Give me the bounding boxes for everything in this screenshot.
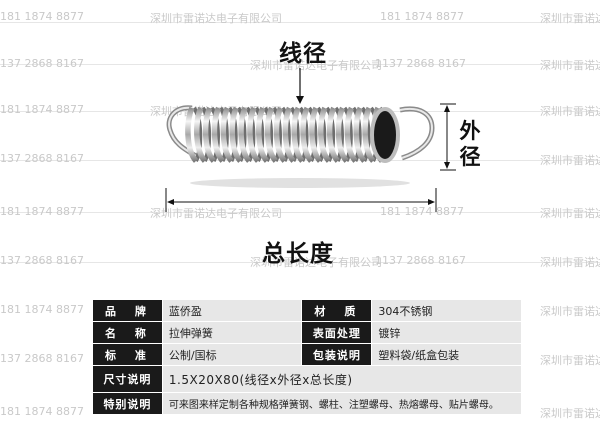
table-row: 标 准 公制/国标 包装说明 塑料袋/纸盒包装: [92, 343, 522, 366]
coil-back: [263, 106, 274, 162]
wire-diameter-label: 线径: [279, 41, 327, 67]
right-hook-highlight: [399, 108, 434, 159]
brand-value: 蓝侨盈: [161, 299, 303, 322]
coil-back: [192, 106, 203, 162]
coil-back: [280, 106, 291, 162]
total-length-arrow-right: [428, 199, 435, 205]
coil-back: [333, 106, 344, 162]
coil-front: [291, 106, 305, 163]
coil-back: [289, 106, 300, 162]
coil-back: [351, 106, 362, 162]
coil-front: [194, 106, 208, 163]
coil-front: [264, 106, 278, 163]
coil-front: [238, 106, 252, 163]
coil-front: [353, 106, 367, 163]
total-length-arrow-left: [167, 199, 174, 205]
coil-back: [209, 106, 220, 162]
name-label: 名 称: [92, 321, 163, 344]
coil-back: [236, 106, 247, 162]
coil-back: [298, 106, 309, 162]
material-label: 材 质: [301, 299, 373, 322]
table-row: 尺寸说明 1.5X20X80(线径x外径x总长度): [92, 365, 523, 393]
coil-front: [185, 106, 199, 163]
size-label: 尺寸说明: [92, 365, 163, 393]
watermark-text: 181 1874 8877: [0, 405, 84, 418]
coil-back: [316, 106, 327, 162]
table-row: 名 称 拉伸弹簧 表面处理 镀锌: [92, 321, 522, 344]
table-row: 品 牌 蓝侨盈 材 质 304不锈钢: [92, 299, 522, 322]
special-label: 特别说明: [92, 392, 163, 415]
spring-shadow: [190, 178, 410, 188]
name-value: 拉伸弹簧: [161, 321, 303, 344]
watermark-text: 深圳市雷诺达电子有限公司: [540, 305, 600, 318]
table-row: 特别说明 可来图来样定制各种规格弹簧钢、螺柱、注塑螺母、热熔螺母、贴片螺母。: [92, 392, 523, 415]
special-value: 可来图来样定制各种规格弹簧钢、螺柱、注塑螺母、热熔螺母、贴片螺母。: [161, 392, 523, 415]
coil-front: [229, 106, 243, 163]
coil-front: [344, 106, 358, 163]
package-value: 塑料袋/纸盒包装: [371, 343, 522, 366]
coil-back: [227, 106, 238, 162]
outer-diameter-arrow-top: [444, 105, 450, 112]
coil-front: [273, 106, 287, 163]
coil-front: [247, 106, 261, 163]
coil-back: [360, 106, 371, 162]
coil-back: [325, 106, 336, 162]
coil-front: [220, 106, 234, 163]
coil-front: [335, 106, 349, 163]
standard-label: 标 准: [92, 343, 163, 366]
coil-front: [326, 106, 340, 163]
standard-value: 公制/国标: [161, 343, 303, 366]
watermark-text: 181 1874 8877: [0, 303, 84, 316]
outer-diameter-arrow-bottom: [444, 162, 450, 169]
watermark-text: 深圳市雷诺达电子有限公司: [540, 407, 600, 420]
coil-front: [282, 106, 296, 163]
size-value: 1.5X20X80(线径x外径x总长度): [161, 365, 523, 393]
coil-front: [300, 106, 314, 163]
coil-back: [201, 106, 212, 162]
coil-back: [218, 106, 229, 162]
coil-front: [211, 106, 225, 163]
spring-diagram: [165, 68, 456, 212]
coil-front: [362, 106, 376, 163]
spec-table: 品 牌 蓝侨盈 材 质 304不锈钢 名 称 拉伸弹簧 表面处理 镀锌 标 准 …: [92, 299, 523, 415]
coil-back: [271, 106, 282, 162]
watermark-text: 137 2868 8167: [0, 352, 84, 365]
outer-diameter-label: 外径: [459, 119, 481, 169]
coil-back: [254, 106, 265, 162]
left-hook-highlight: [168, 106, 197, 157]
coil-back: [342, 106, 353, 162]
coil-back: [307, 106, 318, 162]
coil-front: [256, 106, 270, 163]
surface-label: 表面处理: [301, 321, 373, 344]
material-value: 304不锈钢: [371, 299, 522, 322]
spring-end-coil: [370, 107, 400, 163]
coil-back: [245, 106, 256, 162]
total-length-label: 总长度: [262, 241, 334, 267]
brand-label: 品 牌: [92, 299, 163, 322]
wire-diameter-arrow: [296, 96, 304, 104]
coil-front: [202, 106, 216, 163]
coil-front: [309, 106, 323, 163]
surface-value: 镀锌: [371, 321, 522, 344]
watermark-text: 深圳市雷诺达电子有限公司: [540, 354, 600, 367]
spring-opening: [372, 109, 398, 161]
coil-front: [318, 106, 332, 163]
package-label: 包装说明: [301, 343, 373, 366]
spring-coils: [185, 106, 389, 163]
